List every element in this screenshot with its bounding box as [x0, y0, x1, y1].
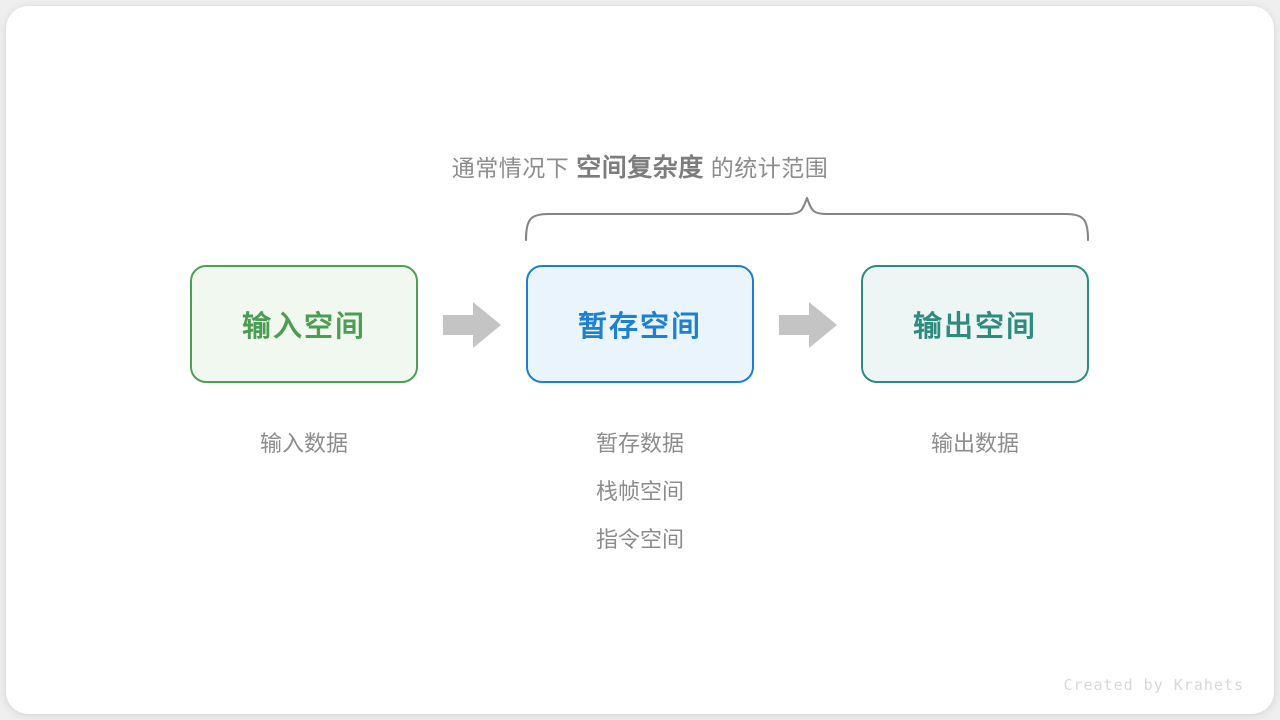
- box-output-space-label: 输出空间: [912, 311, 1037, 343]
- box-buffer-space-label: 暂存空间: [577, 311, 702, 343]
- caption-suffix: 的统计范围: [710, 155, 829, 181]
- sublabel-item: 栈帧空间: [595, 479, 684, 504]
- diagram-card: 通常情况下空间复杂度的统计范围 输入空间 暂存空间 输出空间: [6, 6, 1274, 714]
- box-output-space[interactable]: 输出空间: [861, 265, 1089, 383]
- sublabel-item: 输出数据: [930, 431, 1019, 456]
- sublabel-item: 暂存数据: [595, 431, 684, 456]
- box-input-space[interactable]: 输入空间: [190, 265, 418, 383]
- caption-prefix: 通常情况下: [451, 155, 570, 181]
- caption-emphasis: 空间复杂度: [576, 154, 704, 182]
- arrow-buffer-to-output-icon: [779, 302, 839, 348]
- sublabels-output: 输出数据: [861, 420, 1089, 468]
- sublabels-buffer: 暂存数据 栈帧空间 指令空间: [526, 420, 754, 564]
- diagram-stage: 通常情况下空间复杂度的统计范围 输入空间 暂存空间 输出空间: [6, 6, 1274, 714]
- curly-brace: [500, 190, 1120, 260]
- box-buffer-space[interactable]: 暂存空间: [526, 265, 754, 383]
- curly-brace-icon: [524, 196, 1090, 242]
- box-input-space-label: 输入空间: [241, 311, 366, 343]
- watermark: Created by Krahets: [1063, 676, 1244, 694]
- sublabel-item: 指令空间: [595, 527, 684, 552]
- sublabels-input: 输入数据: [190, 420, 418, 468]
- caption: 通常情况下空间复杂度的统计范围: [6, 148, 1274, 184]
- sublabel-item: 输入数据: [259, 431, 348, 456]
- arrow-input-to-buffer-icon: [443, 302, 503, 348]
